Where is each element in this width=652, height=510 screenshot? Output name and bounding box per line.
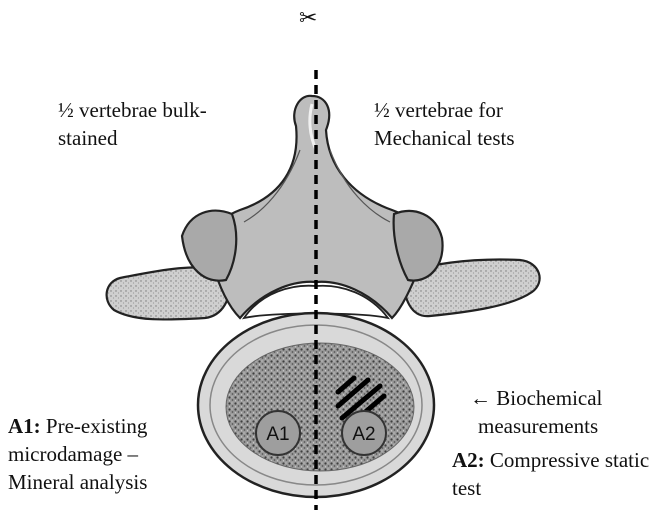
a1-tag: A1: [8, 414, 41, 438]
a2-line-2: test [452, 474, 649, 502]
a1-line-1: Pre-existing [41, 414, 148, 438]
left-half-label: ½ vertebrae bulk- stained [58, 96, 207, 152]
left-half-line-1: ½ vertebrae bulk- [58, 96, 207, 124]
a2-label: A2: Compressive static test [452, 446, 649, 502]
scissors-icon: ✂ [299, 6, 317, 30]
sample-label-a1: A1 [266, 424, 289, 445]
a1-line-2: microdamage – [8, 440, 147, 468]
left-half-line-2: stained [58, 124, 207, 152]
biochem-line-1: Biochemical [491, 386, 602, 410]
right-half-label: ½ vertebrae for Mechanical tests [374, 96, 515, 152]
right-half-line-2: Mechanical tests [374, 124, 515, 152]
arrow-left-icon: ← [470, 386, 491, 410]
sample-circle-a1: A1 [256, 411, 300, 455]
a1-label: A1: Pre-existing microdamage – Mineral a… [8, 412, 147, 496]
sample-circle-a2: A2 [342, 411, 386, 455]
a2-tag: A2: [452, 448, 485, 472]
trabecular-bone [226, 343, 414, 471]
a1-line-3: Mineral analysis [8, 468, 147, 496]
biochem-line-2: measurements [470, 412, 602, 440]
right-half-line-1: ½ vertebrae for [374, 96, 515, 124]
sample-label-a2: A2 [352, 424, 375, 445]
a2-line-1: Compressive static [485, 448, 649, 472]
biochem-label: ← Biochemical measurements [470, 384, 602, 440]
